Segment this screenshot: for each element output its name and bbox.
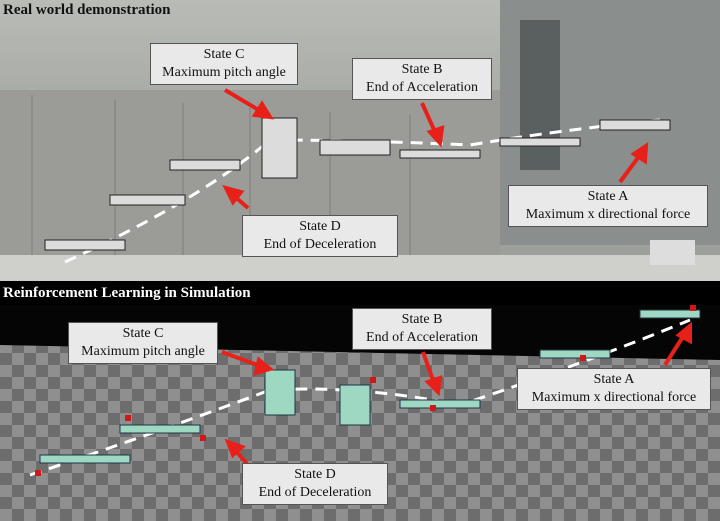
state-desc: End of Acceleration: [366, 330, 478, 345]
drones: [44, 117, 671, 251]
label-state-b-real: State B End of Acceleration: [352, 58, 492, 100]
label-state-b-sim: State B End of Acceleration: [352, 308, 492, 350]
arrows: [222, 88, 649, 210]
real-world-title: Real world demonstration: [3, 2, 171, 18]
state-name: State C: [203, 47, 245, 62]
label-state-a-real: State A Maximum x directional force: [508, 185, 708, 227]
label-state-d-sim: State D End of Deceleration: [242, 463, 388, 505]
state-desc: Maximum pitch angle: [162, 65, 286, 80]
arrows: [221, 321, 692, 467]
simulation-title: Reinforcement Learning in Simulation: [3, 285, 251, 301]
state-desc: End of Deceleration: [263, 237, 377, 252]
drones: [39, 309, 701, 464]
state-name: State D: [299, 219, 341, 234]
state-name: State B: [401, 62, 443, 77]
state-name: State A: [587, 189, 629, 204]
state-desc: Maximum x directional force: [531, 390, 697, 405]
state-desc: End of Acceleration: [366, 80, 478, 95]
state-name: State D: [294, 467, 336, 482]
label-state-c-real: State C Maximum pitch angle: [150, 43, 298, 85]
label-state-d-real: State D End of Deceleration: [242, 215, 398, 257]
state-desc: End of Deceleration: [258, 485, 372, 500]
state-desc: Maximum pitch angle: [81, 344, 205, 359]
label-state-a-sim: State A Maximum x directional force: [517, 368, 711, 410]
state-desc: Maximum x directional force: [525, 207, 691, 222]
state-name: State C: [122, 326, 164, 341]
floor: [0, 255, 720, 281]
label-state-c-sim: State C Maximum pitch angle: [68, 322, 218, 364]
state-name: State A: [593, 372, 635, 387]
state-name: State B: [401, 312, 443, 327]
box: [650, 240, 695, 265]
